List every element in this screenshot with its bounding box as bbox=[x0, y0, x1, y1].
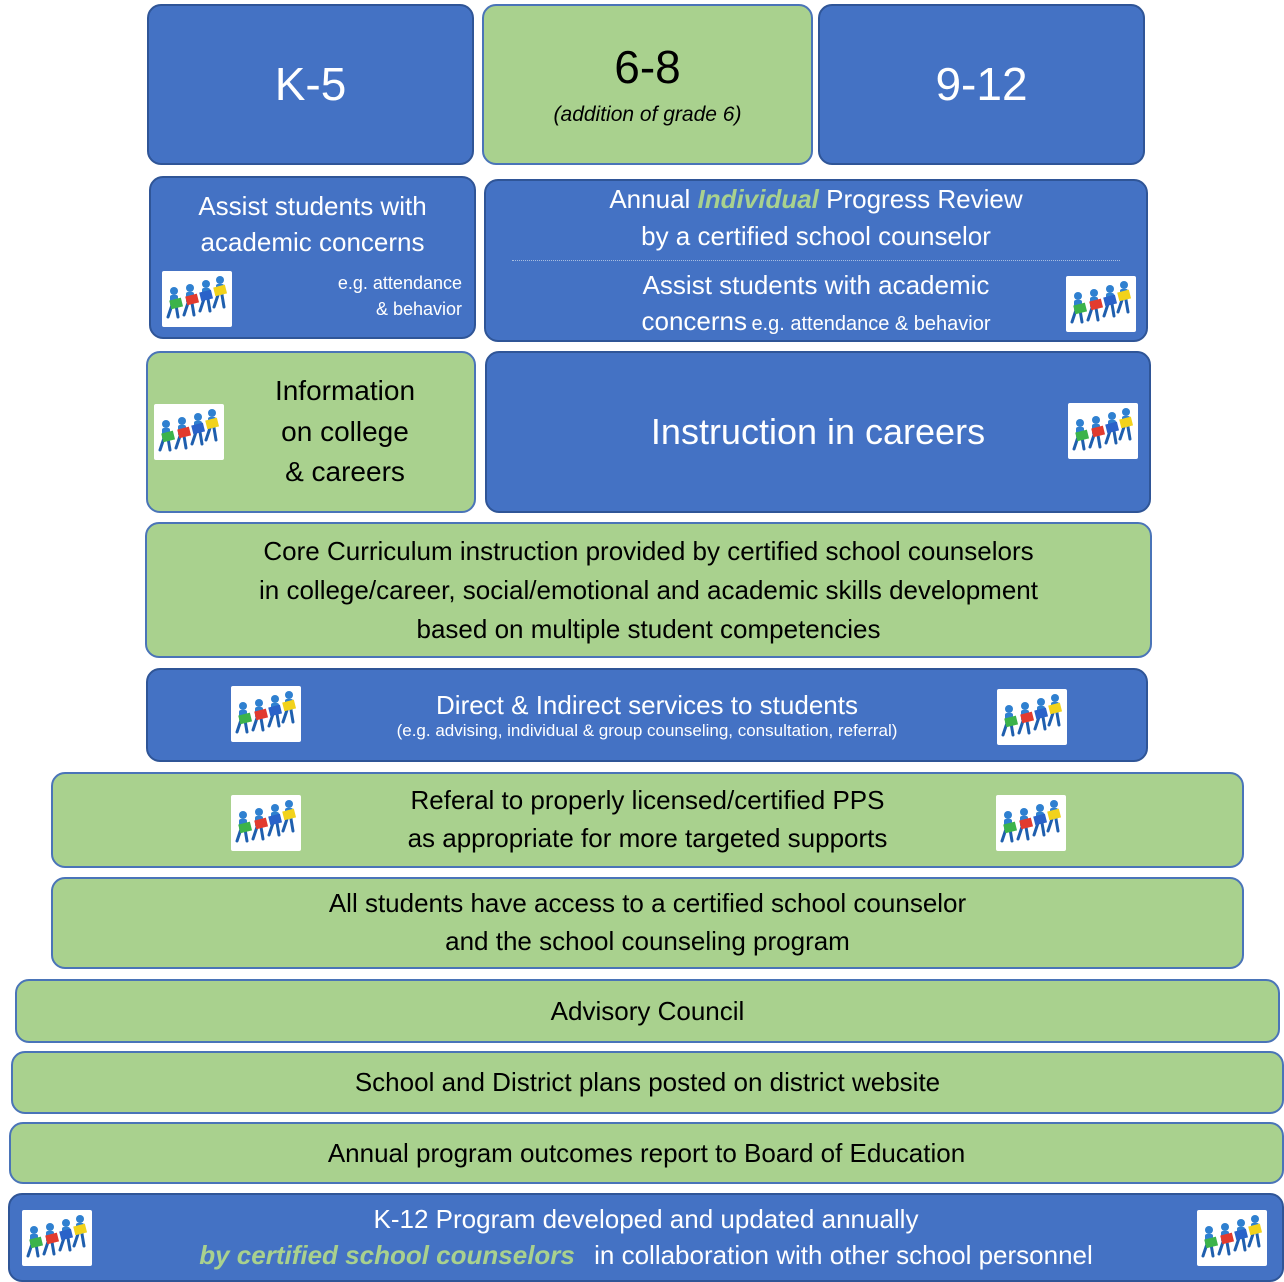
grade-k5-box: K-5 bbox=[147, 4, 474, 165]
grade-6-8-note: (addition of grade 6) bbox=[553, 102, 742, 126]
k12-program-box: K-12 Program developed and updated annua… bbox=[8, 1193, 1284, 1282]
core-curriculum-line2: in college/career, social/emotional and … bbox=[259, 574, 1038, 605]
assist-k5-example1: e.g. attendance bbox=[337, 273, 462, 293]
core-curriculum-line3: based on multiple student competencies bbox=[416, 613, 881, 644]
access-box: All students have access to a certified … bbox=[51, 877, 1244, 969]
college-careers-line2: on college bbox=[281, 415, 409, 447]
assist-ms-hs-line2: concerns e.g. attendance & behavior bbox=[641, 303, 990, 339]
progress-review-progress: Progress Review bbox=[826, 184, 1023, 215]
progress-review-annual: Annual bbox=[609, 184, 691, 215]
outcomes-label: Annual program outcomes report to Board … bbox=[327, 1137, 966, 1168]
referral-line2: as appropriate for more targeted support… bbox=[407, 823, 888, 853]
instruction-careers-label: Instruction in careers bbox=[650, 410, 986, 452]
access-line2: and the school counseling program bbox=[445, 926, 850, 956]
assist-k5-line1: Assist students with bbox=[198, 191, 427, 221]
progress-review-individual: Individual bbox=[697, 184, 819, 215]
team-puzzle-icon bbox=[231, 795, 301, 851]
team-puzzle-icon bbox=[1197, 1210, 1267, 1266]
grade-6-8-label: 6-8 bbox=[614, 41, 681, 94]
k12-line2: by certified school counselors in collab… bbox=[199, 1238, 1093, 1273]
assist-ms-hs-examples: e.g. attendance & behavior bbox=[751, 313, 991, 336]
referral-line1: Referal to properly licensed/certified P… bbox=[410, 785, 885, 816]
direct-services-subtitle: (e.g. advising, individual & group couns… bbox=[396, 721, 898, 741]
assist-k5-examples: e.g. attendance & behavior bbox=[338, 270, 462, 322]
core-curriculum-box: Core Curriculum instruction provided by … bbox=[145, 522, 1152, 658]
team-puzzle-icon bbox=[154, 404, 224, 460]
assist-k5-example2: & behavior bbox=[375, 299, 462, 320]
direct-services-box: Direct & Indirect services to students (… bbox=[146, 668, 1148, 762]
grade-9-12-box: 9-12 bbox=[818, 4, 1145, 165]
team-puzzle-icon bbox=[162, 271, 232, 327]
progress-review-line1: Annual Individual Progress Review bbox=[609, 181, 1022, 217]
assist-ms-hs-line1: Assist students with academic bbox=[642, 270, 990, 300]
team-puzzle-icon bbox=[22, 1210, 92, 1266]
advisory-council-box: Advisory Council bbox=[15, 979, 1280, 1043]
instruction-careers-box: Instruction in careers bbox=[485, 351, 1151, 513]
assist-k5-line2: academic concerns bbox=[200, 227, 425, 258]
core-curriculum-line1: Core Curriculum instruction provided by … bbox=[263, 535, 1034, 566]
outcomes-box: Annual program outcomes report to Board … bbox=[9, 1122, 1284, 1184]
grade-9-12-label: 9-12 bbox=[935, 58, 1028, 111]
college-careers-line1: Information bbox=[274, 375, 416, 407]
k12-line2-rest: in collaboration with other school perso… bbox=[594, 1239, 1093, 1270]
college-careers-line3: & careers bbox=[285, 456, 405, 488]
progress-review-box: Annual Individual Progress Review by a c… bbox=[484, 179, 1148, 342]
progress-review-line2: by a certified school counselor bbox=[641, 220, 991, 251]
team-puzzle-icon bbox=[231, 686, 301, 742]
grade-k5-label: K-5 bbox=[274, 58, 347, 111]
direct-services-title: Direct & Indirect services to students bbox=[436, 689, 858, 720]
grade-6-8-box: 6-8 (addition of grade 6) bbox=[482, 4, 813, 165]
assist-ms-hs-concerns: concerns bbox=[641, 306, 747, 337]
advisory-council-label: Advisory Council bbox=[550, 995, 745, 1026]
k12-line1: K-12 Program developed and updated annua… bbox=[373, 1204, 919, 1235]
team-puzzle-icon bbox=[1068, 403, 1138, 459]
plans-label: School and District plans posted on dist… bbox=[354, 1067, 941, 1098]
separator-line bbox=[512, 260, 1120, 261]
plans-box: School and District plans posted on dist… bbox=[11, 1051, 1284, 1114]
team-puzzle-icon bbox=[1066, 276, 1136, 332]
team-puzzle-icon bbox=[996, 795, 1066, 851]
team-puzzle-icon bbox=[997, 689, 1067, 745]
access-line1: All students have access to a certified … bbox=[328, 888, 967, 919]
k12-line2-emphasis: by certified school counselors bbox=[199, 1239, 575, 1270]
